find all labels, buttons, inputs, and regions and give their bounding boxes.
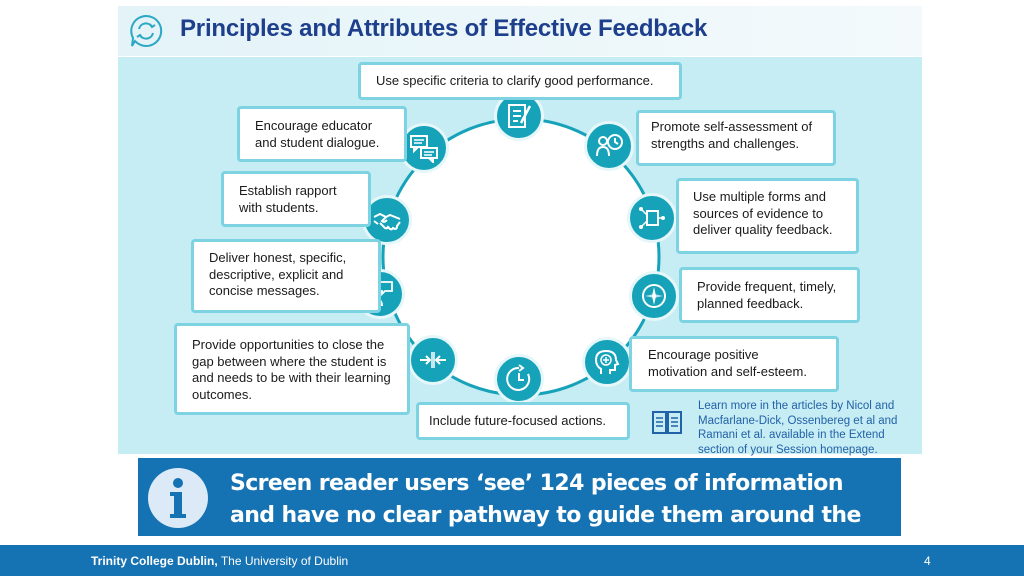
card-rapport: Establish rapport with students.: [221, 171, 371, 227]
handshake-icon: [373, 212, 401, 231]
slide-header: Principles and Attributes of Effective F…: [118, 6, 922, 56]
info-icon: [148, 468, 208, 528]
refresh-chat-icon: [130, 14, 163, 47]
card-future-focused: Include future-focused actions.: [416, 402, 630, 440]
card-dialogue: Encourage educator and student dialogue.: [237, 106, 407, 162]
learn-more-text: Learn more in the articles by Nicol and …: [698, 400, 898, 456]
slide-title: Principles and Attributes of Effective F…: [180, 15, 708, 42]
checklist-pen-icon: [508, 104, 532, 128]
card-frequent: Provide frequent, timely, planned feedba…: [679, 267, 860, 323]
compass-icon: [642, 284, 666, 308]
feedback-diagram: Use specific criteria to clarify good pe…: [118, 57, 922, 456]
card-multiple-forms: Use multiple forms and sources of eviden…: [676, 178, 859, 254]
node-multiple-forms: [627, 193, 677, 243]
footer-college: Trinity College Dublin,: [91, 554, 218, 568]
person-clock-icon: [596, 134, 623, 157]
document-network-icon: [639, 207, 665, 229]
footer-university: The University of Dublin: [220, 554, 349, 568]
head-plus-icon: [594, 349, 620, 374]
card-self-assessment: Promote self-assessment of strengths and…: [636, 110, 836, 166]
node-close-gap: [408, 335, 458, 385]
arrows-inward-icon: [420, 352, 446, 368]
book-icon: [652, 411, 682, 434]
card-motivation: Encourage positive motivation and self-e…: [629, 336, 839, 392]
slide-footer: Trinity College Dublin, The University o…: [0, 545, 1024, 576]
card-close-gap: Provide opportunities to close the gap b…: [174, 323, 410, 415]
info-banner: Screen reader users ‘see’ 124 pieces of …: [138, 458, 901, 560]
card-honest: Deliver honest, specific, descriptive, e…: [191, 239, 381, 313]
node-future-focused: [494, 354, 544, 404]
card-criteria: Use specific criteria to clarify good pe…: [358, 62, 682, 100]
chat-bubbles-icon: [410, 135, 438, 163]
clock-arrow-icon: [506, 364, 531, 391]
node-frequent: [629, 271, 679, 321]
footer-institution: Trinity College Dublin, The University o…: [91, 554, 348, 568]
node-motivation: [582, 337, 632, 387]
page-number: 4: [924, 554, 931, 568]
node-self-assessment: [584, 121, 634, 171]
